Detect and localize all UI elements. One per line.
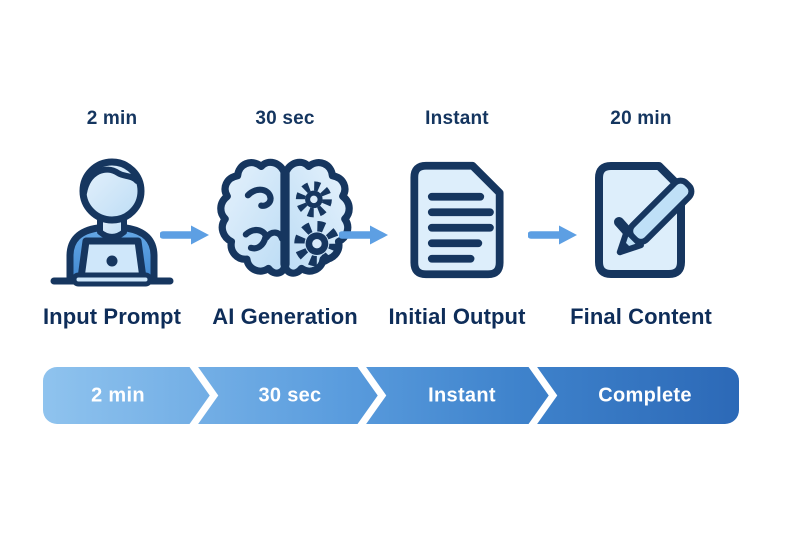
document-check-pencil-icon [553, 144, 729, 296]
stage-final-content: 20 min Final Content [553, 106, 729, 330]
stage-name-label: Initial Output [388, 304, 526, 329]
stage-time-label: Instant [425, 108, 489, 129]
stage-initial-output: Instant Initial Output [369, 106, 545, 330]
timeline-segment-label: 2 min [91, 384, 145, 406]
stage-input-prompt: 2 min Input Prompt [24, 106, 200, 330]
person-laptop-icon [24, 144, 200, 296]
stage-name-label: Final Content [570, 304, 712, 329]
flow-arrow-icon [528, 225, 577, 245]
chevron-separator-icon [189, 367, 219, 424]
flow-arrow-icon [160, 225, 209, 245]
timeline-bar: 2 min 30 sec Instant Complete [43, 367, 739, 424]
stage-time-label: 20 min [610, 108, 672, 129]
chevron-separator-icon [528, 367, 558, 424]
pencil-icon [616, 177, 695, 256]
timeline-segment-label: Instant [428, 384, 496, 406]
timeline-segment-label: 30 sec [258, 384, 322, 406]
chevron-separator-icon [357, 367, 387, 424]
timeline-segment-label: Complete [598, 384, 692, 406]
stage-ai-generation: 30 sec AI Generation [197, 106, 373, 330]
document-lines-icon [369, 144, 545, 296]
gear-large-icon [294, 221, 340, 267]
flow-arrow-icon [339, 225, 388, 245]
stage-name-label: AI Generation [212, 304, 358, 329]
brain-gears-icon [197, 144, 373, 296]
stage-time-label: 30 sec [255, 108, 315, 129]
stage-time-label: 2 min [86, 108, 138, 129]
stage-name-label: Input Prompt [42, 304, 182, 329]
